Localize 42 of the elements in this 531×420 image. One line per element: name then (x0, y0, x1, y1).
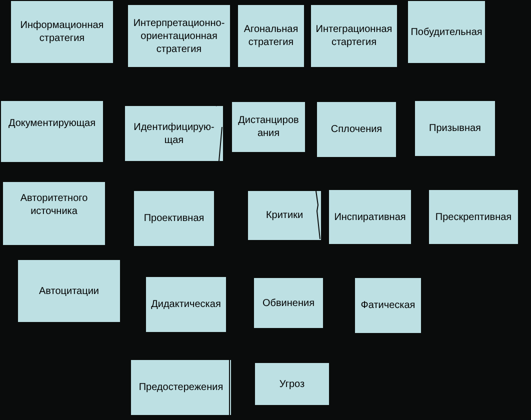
category-box (131, 360, 231, 415)
category-box (415, 101, 495, 156)
category-label: Обвинения (262, 296, 314, 310)
category-label: Угроз (279, 378, 305, 390)
category-label: Автоцитации (38, 284, 100, 298)
category-box (128, 5, 230, 67)
category-box (329, 190, 411, 244)
category-label: Информационная стратегия (19, 19, 105, 45)
category-box (255, 363, 329, 405)
category-label: Сплочения (330, 123, 382, 136)
category-label: Инспиративная (334, 210, 406, 224)
category-label: Авторитетного источника (19, 192, 89, 218)
category-label: Проективная (144, 212, 204, 225)
category-label: Идентифицирую-щая (132, 120, 216, 146)
category-box (134, 191, 214, 246)
category-box (317, 102, 396, 157)
category-box (3, 182, 105, 245)
category-box (232, 102, 305, 152)
category-box (311, 5, 397, 67)
category-box (125, 106, 223, 161)
category-label: Призывная (429, 122, 481, 135)
category-box (248, 191, 321, 240)
category-label: Дистанцирования (237, 114, 300, 140)
category-label: Прескрептивная (435, 210, 512, 224)
category-box (1, 101, 103, 162)
category-label: Интеграционная стартегия (314, 23, 394, 49)
category-box (18, 260, 120, 322)
category-box (11, 1, 113, 63)
category-box (254, 278, 323, 328)
category-label: Интерпретационно-ориентационная стратегия (132, 16, 226, 56)
category-label: Агональная стратегия (242, 23, 300, 49)
category-box (429, 190, 518, 244)
category-box (355, 278, 421, 333)
category-label: Критики (266, 209, 304, 222)
category-box (146, 277, 226, 332)
category-label: Побудительная (410, 26, 482, 38)
category-label: Документирующая (8, 117, 96, 130)
category-box (408, 1, 485, 63)
category-box (238, 5, 304, 67)
category-label: Фатическая (360, 299, 416, 312)
category-label: Дидактическая (151, 298, 221, 311)
category-label: Предостережения (138, 381, 224, 394)
